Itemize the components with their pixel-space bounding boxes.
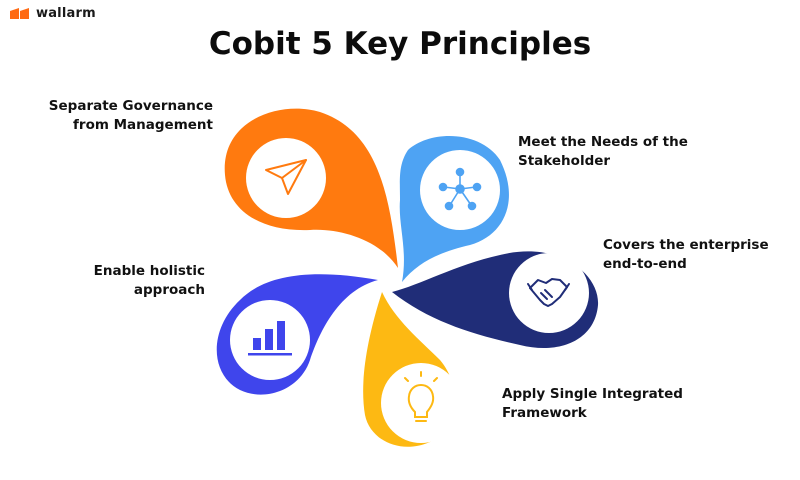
label-line: Meet the Needs of the [518,134,688,150]
label-holistic-approach: Enable holistic approach [94,262,205,300]
label-line: end-to-end [603,256,687,272]
lightbulb-icon [404,371,438,422]
page-title: Cobit 5 Key Principles [208,26,592,62]
label-line: approach [133,282,205,298]
network-nodes-icon [438,167,482,211]
petal-separate-governance [224,108,398,268]
label-line: Covers the enterprise [603,237,769,253]
bar-chart-icon [248,321,292,356]
icon-circle [381,363,461,443]
paper-plane-icon [265,159,307,195]
handshake-icon [527,278,570,307]
label-line: from Management [73,117,213,133]
label-meet-needs: Meet the Needs of the Stakeholder [518,133,688,171]
label-line: Separate Governance [48,98,213,114]
label-line: Apply Single Integrated [502,386,683,402]
label-covers-enterprise: Covers the enterprise end-to-end [603,236,769,274]
icon-circle [246,138,326,218]
petal-meet-needs [399,136,509,282]
petal-covers-enterprise [392,251,599,349]
label-single-framework: Apply Single Integrated Framework [502,385,683,423]
label-line: Stakeholder [518,153,611,169]
wallarm-logo-icon [10,8,29,19]
brand-name: wallarm [36,6,96,21]
label-line: Framework [502,405,587,421]
label-separate-governance: Separate Governance from Management [49,97,213,135]
petal-single-framework [363,292,461,447]
label-line: Enable holistic [93,263,205,279]
petal-holistic-approach [216,274,378,395]
brand-logo: wallarm [10,6,96,21]
